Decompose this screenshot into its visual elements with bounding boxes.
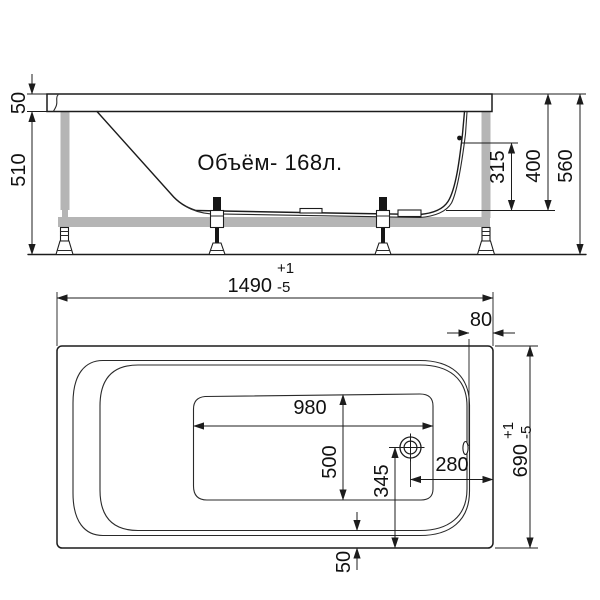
dim-basin-length-980: 980 [193, 397, 434, 430]
dim-inner-height-315: 315 [487, 142, 516, 211]
tolerance-minus: -5 [277, 279, 290, 296]
dim-total-height-560: 560 [555, 93, 584, 255]
dim-label: 500 [319, 445, 341, 478]
tub-rim-side [46, 93, 493, 113]
rim-left-edge-curl [53, 94, 59, 112]
bottom-plate [299, 207, 323, 214]
dim-label: 1490 [228, 275, 273, 297]
dim-label: 510 [8, 153, 30, 186]
overflow-point [457, 135, 462, 141]
tolerance-plus: +1 [500, 422, 517, 439]
dim-label: 560 [555, 149, 577, 182]
rim-contour-outer [72, 359, 471, 537]
tub-profile-inner [96, 110, 466, 216]
dim-label: 690 [510, 444, 532, 477]
frame-left-post [60, 112, 70, 210]
basin-bottom-outline [192, 393, 434, 501]
tub-outline-top [56, 345, 494, 549]
dim-label: 400 [523, 149, 545, 182]
dim-label: 345 [371, 464, 393, 497]
dim-rim-right-80: 80 [447, 309, 515, 446]
top-view: 80 980 500 345 280 [56, 309, 538, 573]
dim-shell-height-400: 400 [523, 93, 552, 211]
dim-basin-width-500: 500 [319, 394, 347, 501]
dim-label: 50 [333, 551, 355, 573]
overflow-hole-icon [462, 440, 469, 456]
side-view: Объём- 168л. 50 510 315 400 [8, 74, 587, 256]
tub-profile-outer [185, 111, 468, 219]
leg-middle-right [374, 197, 392, 256]
tolerance-plus: +1 [277, 260, 294, 277]
dim-label: 80 [470, 309, 492, 331]
leg-outer-left [55, 226, 74, 256]
leg-middle-left [208, 197, 226, 256]
dim-drain-offset-345: 345 [371, 447, 411, 549]
dim-body-height-510: 510 [8, 111, 36, 255]
dim-label: 280 [435, 454, 468, 476]
frame-right-post [481, 112, 491, 218]
drain-trap [397, 209, 422, 218]
dim-rim-height-50: 50 [8, 74, 36, 114]
tolerance-minus: -5 [518, 426, 535, 439]
dim-label: 315 [487, 150, 509, 183]
frame-bottom-rail [58, 217, 490, 227]
dim-rim-bottom-50: 50 [333, 512, 361, 573]
dim-label: 50 [8, 92, 30, 114]
rim-contour-inner [99, 364, 468, 532]
dim-drain-right-280: 280 [410, 454, 494, 487]
dim-length-1490: 1490 +1 -5 [56, 260, 494, 346]
leg-outer-right [476, 226, 496, 256]
support-frame [58, 112, 491, 227]
frame-left-connector [62, 210, 68, 218]
dim-label: 980 [293, 397, 326, 419]
dim-width-690: 690 +1 -5 [495, 345, 538, 549]
volume-label: Объём- 168л. [197, 150, 342, 175]
